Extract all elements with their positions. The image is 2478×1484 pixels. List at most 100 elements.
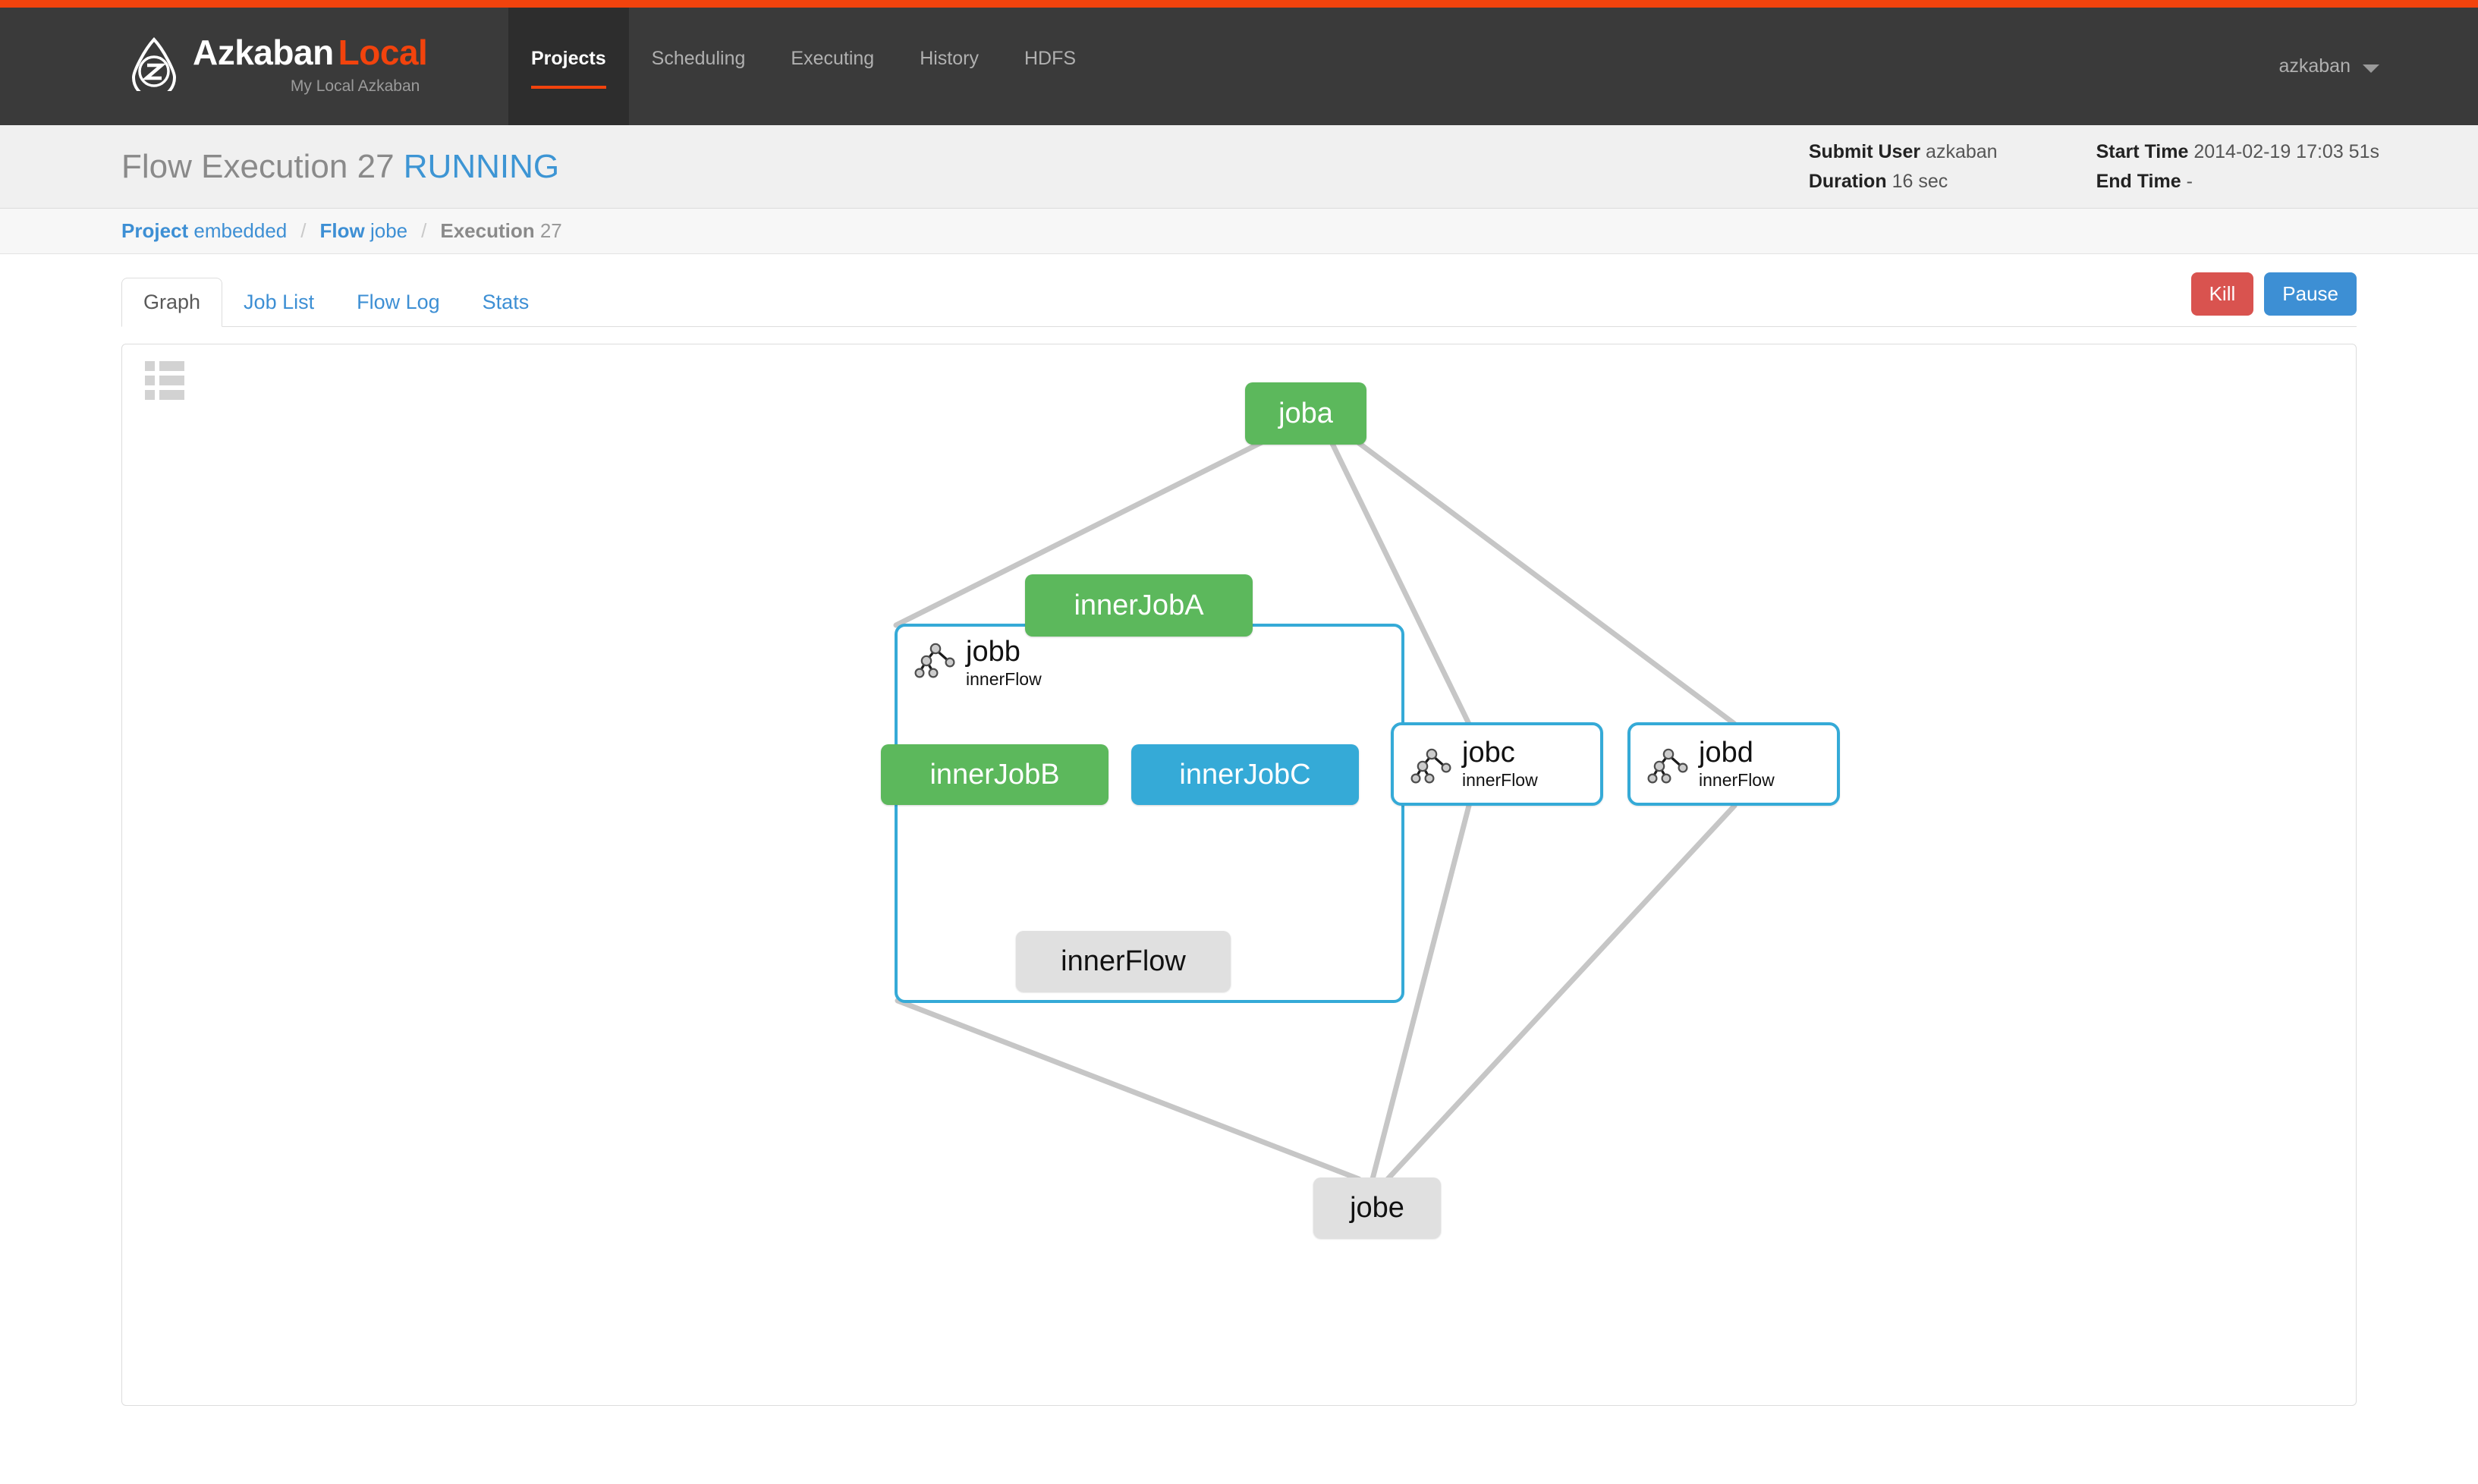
user-menu[interactable]: azkaban	[2278, 8, 2379, 125]
graph-nodes: joba	[122, 344, 2356, 1405]
graph-node-jobe[interactable]: jobe	[1313, 1177, 1441, 1238]
brand-name: Azkaban	[193, 33, 334, 72]
tab-flow-log[interactable]: Flow Log	[335, 278, 461, 326]
graph-node-label: innerJobC	[1179, 758, 1311, 791]
graph-node-label: innerJobA	[1074, 589, 1204, 621]
graph-flowbox-header-jobb[interactable]: jobb innerFlow	[914, 637, 1042, 690]
chevron-down-icon	[2363, 64, 2379, 73]
breadcrumb: Project embedded / Flow jobe / Execution…	[0, 209, 2478, 254]
breadcrumb-flow-label: Flow	[319, 219, 365, 242]
page-title-id: 27	[357, 147, 395, 185]
graph-node-innerjobb[interactable]: innerJobB	[881, 744, 1108, 805]
list-view-icon[interactable]	[145, 361, 184, 404]
start-time-value: 2014-02-19 17:03 51s	[2193, 141, 2379, 163]
end-time-label: End Time	[2096, 171, 2181, 192]
execution-meta-right: Start Time 2014-02-19 17:03 51s End Time…	[2096, 137, 2379, 197]
edge-joba-jobd	[1325, 417, 1737, 727]
breadcrumb-separator: /	[421, 219, 427, 242]
nav-item-label: History	[920, 48, 979, 69]
duration-label: Duration	[1808, 171, 1887, 192]
nav-item-hdfs[interactable]: HDFS	[1002, 8, 1099, 125]
azkaban-logo-icon	[131, 37, 177, 91]
submit-user-value: azkaban	[1926, 141, 1998, 163]
tab-stats[interactable]: Stats	[461, 278, 551, 326]
graph-node-innerjobc[interactable]: innerJobC	[1131, 744, 1359, 805]
graph-node-innerjoba[interactable]: innerJobA	[1025, 574, 1253, 637]
nav-item-label: HDFS	[1024, 48, 1077, 69]
tab-label: Job List	[244, 290, 315, 313]
edge-joba-jobb	[893, 417, 1309, 628]
breadcrumb-project[interactable]: Project embedded	[121, 219, 287, 243]
tab-graph[interactable]: Graph	[121, 277, 223, 327]
graph-flownode-jobc[interactable]: jobc innerFlow	[1391, 722, 1603, 806]
tab-label: Stats	[482, 290, 530, 313]
end-time-value: -	[2186, 171, 2193, 192]
tab-label: Graph	[143, 290, 201, 313]
nav-item-projects[interactable]: Projects	[508, 8, 629, 125]
nav-item-label: Projects	[531, 48, 606, 69]
brand-subtitle: My Local Azkaban	[290, 77, 420, 95]
graph-panel[interactable]: joba	[121, 344, 2357, 1406]
breadcrumb-flow-value: jobe	[369, 219, 408, 242]
graph-node-label: joba	[1278, 397, 1333, 429]
breadcrumb-execution: Execution 27	[440, 219, 561, 243]
graph-node-label: jobe	[1350, 1191, 1404, 1224]
submit-user-row: Submit User azkaban	[1809, 137, 1998, 167]
graph-flowbox-name: jobb	[966, 636, 1020, 668]
user-menu-label: azkaban	[2278, 55, 2351, 77]
brand-suffix: Local	[338, 33, 428, 72]
graph-node-joba[interactable]: joba	[1245, 382, 1366, 445]
graph-flownode-name: jobd	[1699, 736, 1753, 769]
execution-meta: Submit User azkaban Duration 16 sec Star…	[1809, 125, 2478, 209]
nav-item-label: Executing	[791, 48, 875, 69]
nav-item-label: Scheduling	[651, 48, 746, 69]
flow-tree-icon	[914, 643, 955, 678]
active-underline	[531, 86, 606, 89]
breadcrumb-project-value: embedded	[193, 219, 288, 242]
page-title: Flow Execution 27 RUNNING	[121, 148, 559, 186]
graph-node-innerflow[interactable]: innerFlow	[1016, 931, 1231, 992]
edge-jobd-jobe	[1385, 803, 1737, 1182]
tab-list: Graph Job List Flow Log Stats	[121, 277, 2357, 327]
breadcrumb-separator: /	[300, 219, 307, 242]
breadcrumb-project-label: Project	[121, 219, 189, 242]
nav-item-history[interactable]: History	[897, 8, 1002, 125]
nav-item-executing[interactable]: Executing	[768, 8, 897, 125]
graph-flownode-jobd[interactable]: jobd innerFlow	[1627, 722, 1840, 806]
edge-joba-jobc	[1318, 417, 1472, 727]
graph-node-label: innerJobB	[929, 758, 1060, 791]
graph-flowbox-sublabel: innerFlow	[966, 669, 1042, 689]
graph-flownode-sublabel: innerFlow	[1699, 769, 1775, 790]
tab-actions: Kill Pause	[2190, 272, 2357, 316]
breadcrumb-flow[interactable]: Flow jobe	[320, 219, 408, 243]
execution-meta-left: Submit User azkaban Duration 16 sec	[1809, 137, 1998, 197]
breadcrumb-execution-label: Execution	[440, 219, 535, 242]
pause-button[interactable]: Pause	[2264, 272, 2357, 316]
duration-value: 16 sec	[1892, 171, 1948, 192]
tab-label: Flow Log	[357, 290, 440, 313]
end-time-row: End Time -	[2096, 167, 2379, 197]
duration-row: Duration 16 sec	[1809, 167, 1998, 197]
top-accent-bar	[0, 0, 2478, 8]
kill-button[interactable]: Kill	[2190, 272, 2254, 316]
flow-tree-icon	[1410, 748, 1451, 784]
nav-items: Projects Scheduling Executing History HD…	[508, 8, 1099, 125]
tab-job-list[interactable]: Job List	[222, 278, 335, 326]
start-time-row: Start Time 2014-02-19 17:03 51s	[2096, 137, 2379, 167]
edge-jobb-jobe	[895, 998, 1362, 1182]
execution-header: Flow Execution 27 RUNNING Submit User az…	[0, 125, 2478, 209]
graph-flownode-sublabel: innerFlow	[1462, 769, 1538, 790]
edge-jobc-jobe	[1370, 803, 1472, 1182]
graph-flownode-name: jobc	[1462, 736, 1515, 769]
submit-user-label: Submit User	[1808, 141, 1921, 163]
start-time-label: Start Time	[2096, 141, 2189, 163]
flow-tree-icon	[1647, 748, 1688, 784]
status-badge: RUNNING	[403, 147, 560, 185]
tabs-section: Graph Job List Flow Log Stats Kill Pause	[0, 272, 2478, 327]
graph-node-label: innerFlow	[1061, 945, 1186, 977]
nav-item-scheduling[interactable]: Scheduling	[629, 8, 769, 125]
breadcrumb-execution-value: 27	[539, 219, 562, 242]
page-title-prefix: Flow Execution	[121, 147, 348, 185]
